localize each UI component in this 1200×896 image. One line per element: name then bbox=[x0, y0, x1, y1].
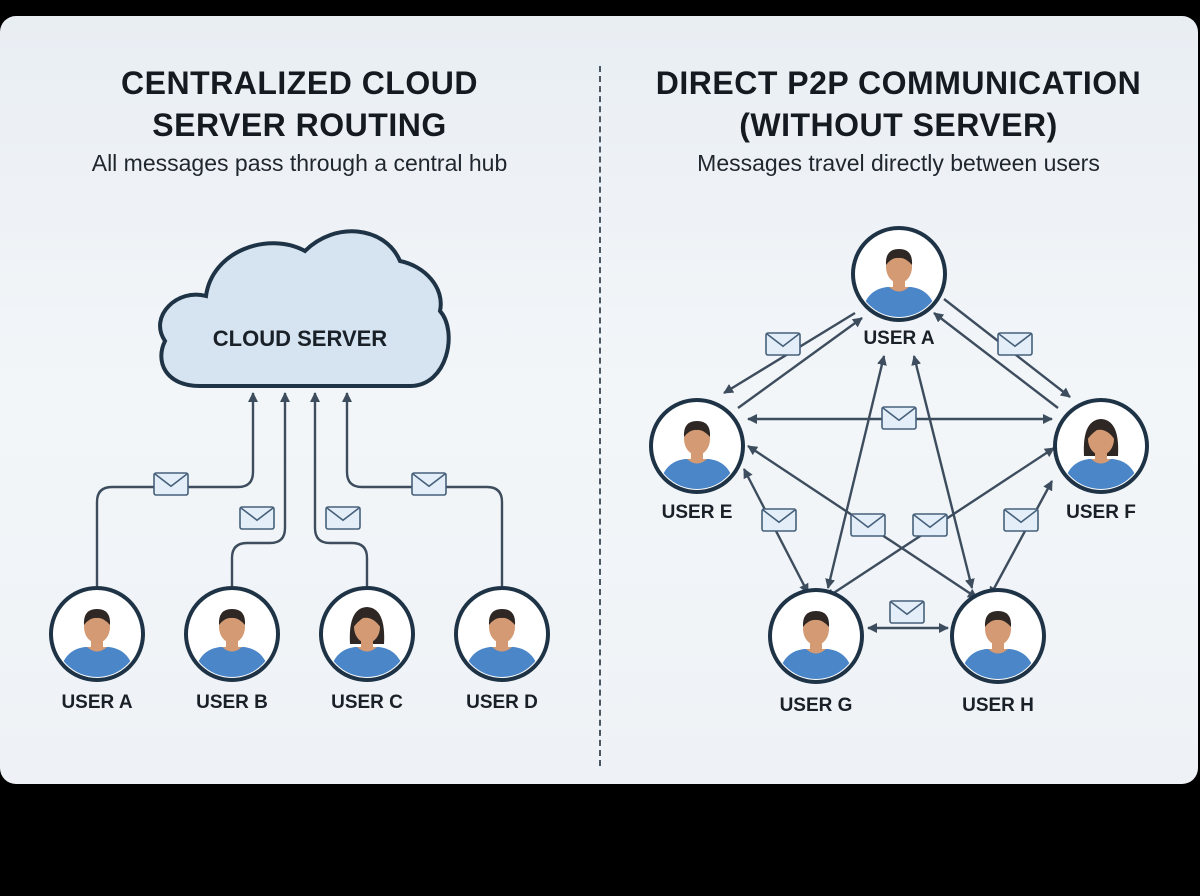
left-user-d-label: USER D bbox=[466, 692, 538, 713]
left-user-c-label: USER C bbox=[331, 692, 403, 713]
left-user-a-node bbox=[49, 586, 145, 682]
left-users: USER A USER B USER C USER D bbox=[49, 586, 550, 713]
envelope-icon bbox=[912, 513, 948, 537]
envelope-flap bbox=[762, 509, 796, 524]
wire-f-h bbox=[988, 480, 1054, 597]
envelope-body bbox=[912, 513, 948, 537]
envelope-body bbox=[889, 600, 925, 624]
wire-a-h bbox=[911, 355, 975, 589]
left-user-a-label: USER A bbox=[61, 692, 132, 713]
right-subtitle: Messages travel directly between users bbox=[697, 150, 1100, 176]
user-avatar-icon bbox=[329, 607, 405, 677]
envelope-body bbox=[153, 472, 189, 496]
envelope-flap bbox=[851, 514, 885, 529]
right-user-e-label: USER E bbox=[662, 502, 733, 523]
left-title-line-2: SERVER ROUTING bbox=[152, 107, 447, 143]
right-user-g-label: USER G bbox=[780, 695, 853, 716]
envelope-body bbox=[761, 508, 797, 532]
envelope-icon bbox=[325, 506, 361, 530]
right-title-line-2: (WITHOUT SERVER) bbox=[739, 107, 1058, 143]
user-avatar-icon bbox=[659, 421, 735, 489]
envelope-flap bbox=[240, 507, 274, 522]
wire-a-g bbox=[825, 355, 887, 589]
envelope-flap bbox=[326, 507, 360, 522]
right-user-f-label: USER F bbox=[1066, 502, 1136, 523]
envelope-icon bbox=[761, 508, 797, 532]
envelope-icon bbox=[411, 472, 447, 496]
right-user-h-label: USER H bbox=[962, 695, 1034, 716]
cloud-server-node: CLOUD SERVER bbox=[158, 229, 451, 388]
envelope-flap bbox=[998, 333, 1032, 348]
envelope-body bbox=[997, 332, 1033, 356]
right-users: USER A USER E USER F USER G USER H bbox=[649, 226, 1149, 716]
diagram-card: CENTRALIZED CLOUD SERVER ROUTING All mes… bbox=[0, 16, 1198, 784]
left-user-b-label: USER B bbox=[196, 692, 268, 713]
envelope-icon bbox=[850, 513, 886, 537]
envelope-body bbox=[765, 332, 801, 356]
envelope-icon bbox=[153, 472, 189, 496]
envelope-flap bbox=[913, 514, 947, 529]
left-subtitle: All messages pass through a central hub bbox=[91, 150, 508, 176]
left-user-d-node bbox=[454, 586, 550, 682]
right-user-h-node bbox=[950, 588, 1046, 684]
left-user-c-node bbox=[319, 586, 415, 682]
cloud-icon bbox=[158, 229, 451, 388]
envelope-flap bbox=[154, 473, 188, 488]
left-title: CENTRALIZED CLOUD SERVER ROUTING bbox=[0, 62, 599, 146]
wire-user-b-to-cloud bbox=[230, 392, 290, 586]
envelope-body bbox=[411, 472, 447, 496]
user-avatar-icon bbox=[778, 611, 854, 679]
cloud-server-label: CLOUD SERVER bbox=[213, 326, 388, 351]
right-user-a-node bbox=[851, 226, 947, 322]
envelope-icon bbox=[1003, 508, 1039, 532]
envelope-flap bbox=[766, 333, 800, 348]
left-user-b-node bbox=[184, 586, 280, 682]
envelope-body bbox=[850, 513, 886, 537]
user-avatar-icon bbox=[960, 611, 1036, 679]
network-diagram: CLOUD SERVER bbox=[49, 226, 1149, 716]
envelope-flap bbox=[882, 407, 916, 422]
envelope-body bbox=[325, 506, 361, 530]
right-title-line-1: DIRECT P2P COMMUNICATION bbox=[655, 65, 1142, 101]
envelope-flap bbox=[890, 601, 924, 616]
wire-user-c-to-cloud bbox=[310, 392, 369, 586]
envelope-icon bbox=[239, 506, 275, 530]
right-user-g-node bbox=[768, 588, 864, 684]
envelope-icon bbox=[889, 600, 925, 624]
left-title-line-1: CENTRALIZED CLOUD bbox=[121, 65, 478, 101]
message-envelopes bbox=[153, 332, 1039, 624]
user-avatar-icon bbox=[194, 609, 270, 677]
right-title: DIRECT P2P COMMUNICATION (WITHOUT SERVER… bbox=[599, 62, 1198, 146]
right-user-a-label: USER A bbox=[863, 328, 934, 349]
section-divider bbox=[599, 66, 601, 766]
right-user-f-node bbox=[1053, 398, 1149, 494]
envelope-body bbox=[239, 506, 275, 530]
user-avatar-icon bbox=[1063, 419, 1139, 489]
envelope-icon bbox=[881, 406, 917, 430]
envelope-body bbox=[881, 406, 917, 430]
envelope-body bbox=[1003, 508, 1039, 532]
user-avatar-icon bbox=[59, 609, 135, 677]
wire-e-to-a bbox=[737, 317, 863, 409]
envelope-flap bbox=[1004, 509, 1038, 524]
envelope-icon bbox=[997, 332, 1033, 356]
wire-f-to-a bbox=[933, 312, 1059, 409]
envelope-flap bbox=[412, 473, 446, 488]
user-avatar-icon bbox=[861, 249, 937, 317]
user-avatar-icon bbox=[464, 609, 540, 677]
envelope-icon bbox=[765, 332, 801, 356]
right-user-e-node bbox=[649, 398, 745, 494]
